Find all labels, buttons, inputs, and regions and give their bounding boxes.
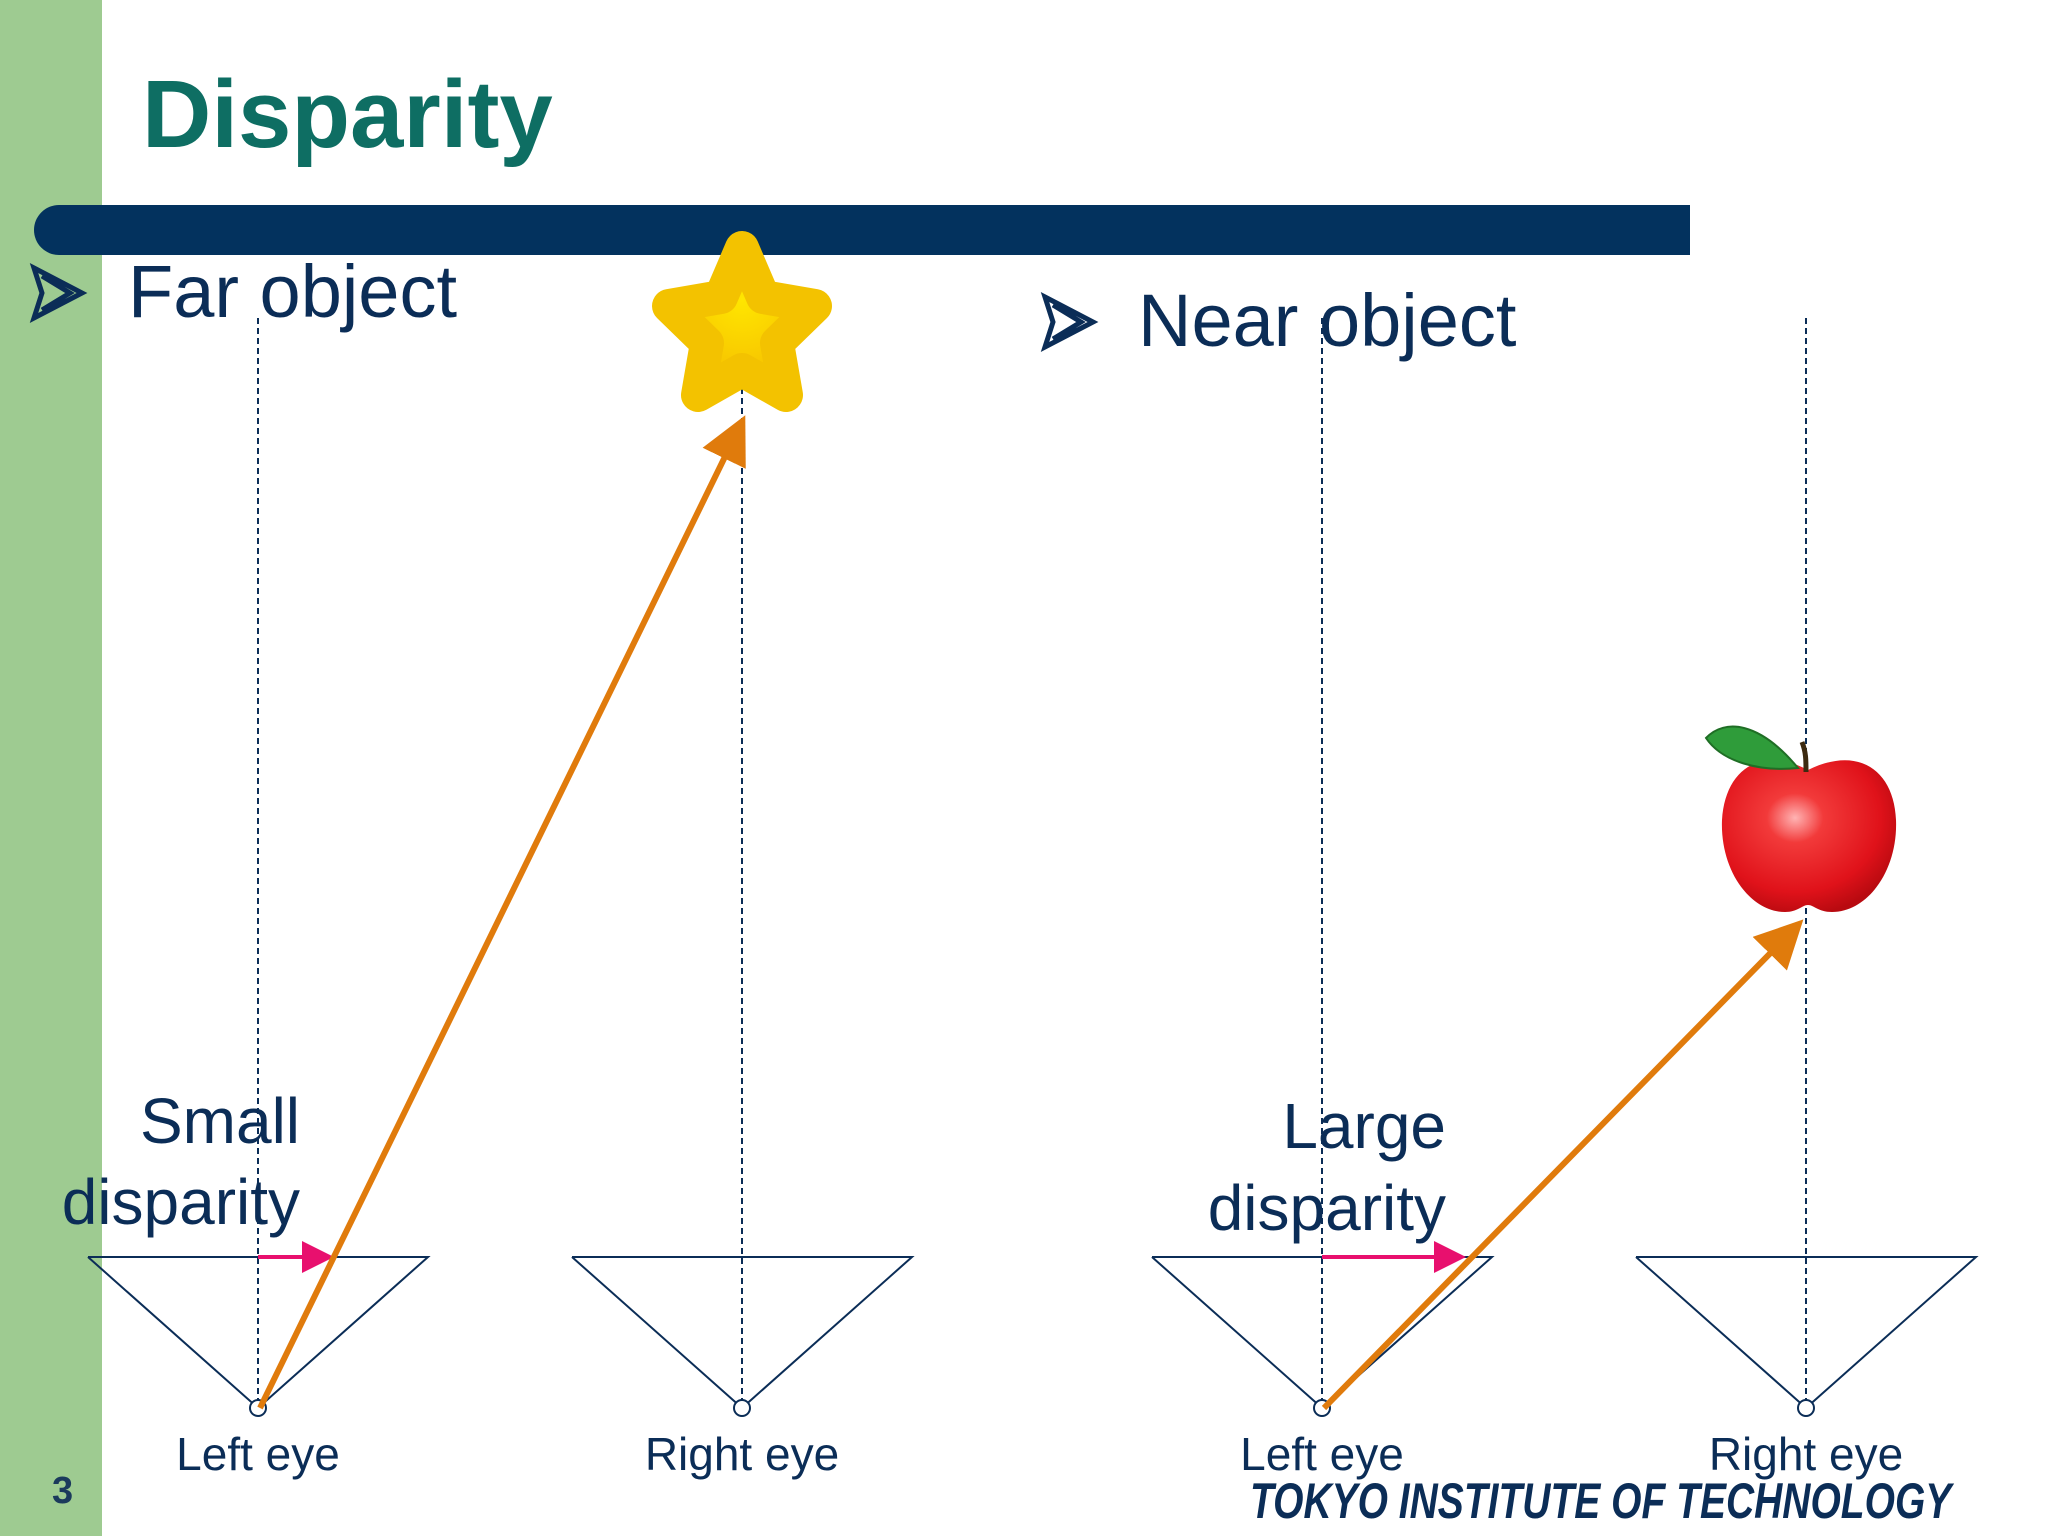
right-eye-label-far: Right eye — [645, 1428, 839, 1480]
bullet-arrow-icon — [1040, 291, 1099, 353]
star-icon — [652, 231, 832, 412]
slide-title: Disparity — [142, 61, 553, 168]
far-heading-text: Far object — [128, 250, 457, 333]
right-eye-cone-far — [571, 1256, 915, 1410]
large-label-line1: Large — [1282, 1090, 1446, 1162]
apple-icon — [1704, 725, 1897, 912]
right-eye-label-near: Right eye — [1709, 1428, 1903, 1480]
bullet-arrow-icon — [29, 262, 88, 324]
content-panel — [102, 0, 2048, 1536]
near-sight-line — [1321, 919, 1804, 1411]
near-heading-text: Near object — [1138, 279, 1517, 362]
small-label-line1: Small — [140, 1085, 300, 1157]
near-object-panel: Near object Large disparity Left eye Rig… — [1040, 279, 1979, 1480]
far-sight-line — [257, 415, 746, 1410]
left-eye-label-far: Left eye — [176, 1428, 340, 1480]
near-heading: Near object — [1040, 279, 1517, 362]
title-underline-bar — [34, 205, 1690, 255]
far-object-panel: Far object Small disparity Left eye Righ… — [29, 231, 915, 1480]
institute-logo: TOKYO INSTITUTE OF TECHNOLOGY — [1250, 1473, 1952, 1529]
far-heading: Far object — [29, 250, 457, 333]
left-eye-label-near: Left eye — [1240, 1428, 1404, 1480]
small-label-line2: disparity — [62, 1166, 300, 1238]
large-label-line2: disparity — [1208, 1172, 1446, 1244]
page-number: 3 — [52, 1470, 74, 1512]
right-eye-point-near — [1797, 1399, 1815, 1417]
right-eye-point-far — [733, 1399, 751, 1417]
sidebar-strip — [0, 0, 102, 1536]
right-eye-cone-near — [1635, 1256, 1979, 1410]
